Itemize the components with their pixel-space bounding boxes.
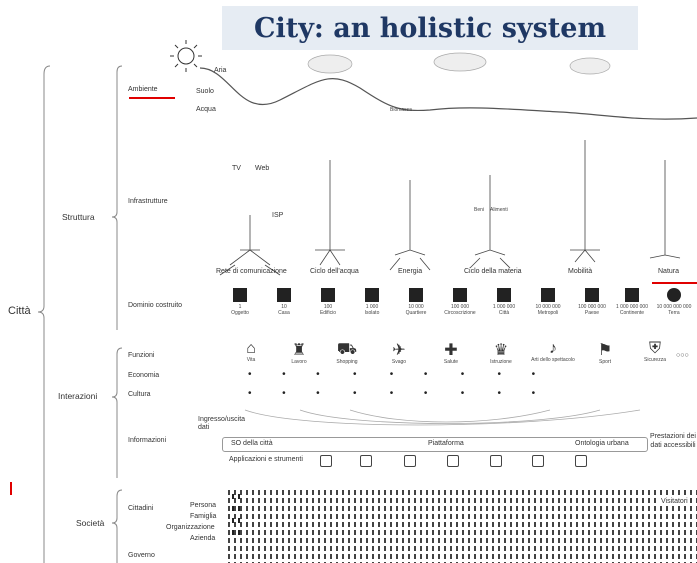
- row-economia: Economia: [128, 372, 160, 379]
- app-icon: [490, 455, 502, 467]
- society-famiglia: Famiglia: [190, 513, 217, 520]
- object-icon: [233, 288, 247, 302]
- row-ambiente: Ambiente: [128, 86, 158, 93]
- env-acqua: Acqua: [196, 106, 216, 113]
- row-cultura: Cultura: [128, 391, 151, 398]
- function-item: ♪Arti dello spettacolo: [528, 340, 578, 364]
- page-title: City: an holistic system: [253, 12, 607, 44]
- infra-isp: ISP: [272, 212, 284, 219]
- row-infrastrutture: Infrastrutture: [128, 198, 168, 205]
- economy-dots: • • • • • • • • •: [248, 369, 536, 380]
- function-item: ⚑Sport: [580, 340, 630, 366]
- row-governo: Governo: [128, 552, 155, 559]
- security-icon: ⛨: [648, 340, 661, 357]
- function-item: ♜Lavoro: [274, 340, 324, 366]
- info-input-output: Ingresso/uscita dati: [198, 416, 246, 432]
- root-label-citta: Città: [8, 305, 31, 317]
- society-persona: Persona: [190, 502, 217, 509]
- app-icon: [532, 455, 544, 467]
- infra-ciclo-materia: Ciclo della materia: [464, 268, 522, 275]
- env-biomassa: Biomassa: [390, 107, 412, 113]
- function-item: ✚Salute: [426, 340, 476, 366]
- infra-web: Web: [255, 165, 270, 172]
- group-struttura: Struttura: [62, 212, 95, 222]
- env-aria: Aria: [214, 67, 227, 74]
- group-interazioni: Interazioni: [58, 391, 98, 401]
- info-ontologia: Ontologia urbana: [575, 440, 629, 447]
- infra-mobilita: Mobilità: [568, 268, 593, 275]
- row-dominio-costruito: Dominio costruito: [128, 302, 183, 309]
- env-suolo: Suolo: [196, 88, 214, 95]
- cart-icon: ⛟: [336, 341, 358, 358]
- row-funzioni: Funzioni: [128, 352, 155, 359]
- district-icon: [409, 288, 423, 302]
- infra-alimenti: Alimenti: [490, 207, 508, 213]
- infra-natura: Natura: [658, 268, 680, 275]
- function-item: ⛨Sicurezza: [630, 340, 680, 364]
- app-icon: [575, 455, 587, 467]
- house-icon: [277, 288, 291, 302]
- city-icon: [497, 288, 511, 302]
- infra-rete-comunicazione: Rete di comunicazione: [216, 268, 287, 275]
- block-icon: [365, 288, 379, 302]
- home-icon: ⌂: [246, 340, 256, 357]
- group-societa: Società: [76, 518, 105, 528]
- health-icon: ✚: [444, 342, 458, 359]
- app-icon: [320, 455, 332, 467]
- app-icon: [404, 455, 416, 467]
- infra-tv: TV: [232, 165, 241, 172]
- theatre-icon: ♪: [549, 340, 557, 357]
- row-informazioni: Informazioni: [128, 437, 167, 444]
- borough-icon: [453, 288, 467, 302]
- row-cittadini: Cittadini: [128, 505, 154, 512]
- culture-dots: • • • • • • • • •: [248, 388, 536, 399]
- building-icon: [321, 288, 335, 302]
- country-icon: [585, 288, 599, 302]
- info-piattaforma: Piattaforma: [428, 440, 464, 447]
- info-applicazioni: Applicazioni e strumenti: [229, 456, 303, 463]
- leisure-icon: ✈: [392, 342, 406, 359]
- earth-icon: [667, 288, 681, 302]
- work-icon: ♜: [291, 342, 307, 359]
- sport-icon: ⚑: [597, 342, 613, 359]
- title-banner: City: an holistic system: [222, 6, 638, 50]
- infra-ciclo-acqua: Ciclo dell'acqua: [310, 268, 359, 275]
- citizens-crowd: [228, 490, 697, 563]
- society-organizzazione: Organizzazione: [166, 524, 215, 531]
- education-icon: ♛: [493, 342, 509, 359]
- info-prestazioni: Prestazioni dei dati accessibili: [650, 433, 696, 450]
- metropolis-icon: [541, 288, 555, 302]
- app-icon: [447, 455, 459, 467]
- function-item: ⌂Vita: [226, 340, 276, 364]
- city-os-bar: SO della città Piattaforma Ontologia urb…: [222, 437, 648, 452]
- function-item: ✈Svago: [374, 340, 424, 366]
- function-item: ⛟Shopping: [322, 340, 372, 366]
- society-azienda: Azienda: [190, 535, 216, 542]
- infra-beni: Beni: [474, 207, 485, 213]
- society-visitatori: Visitatori: [660, 498, 689, 505]
- app-icon: [360, 455, 372, 467]
- functions-more: ○○○: [676, 352, 689, 359]
- continent-icon: [625, 288, 639, 302]
- infra-energia: Energia: [398, 268, 423, 275]
- function-item: ♛Istruzione: [476, 340, 526, 366]
- info-so-citta: SO della città: [231, 440, 273, 447]
